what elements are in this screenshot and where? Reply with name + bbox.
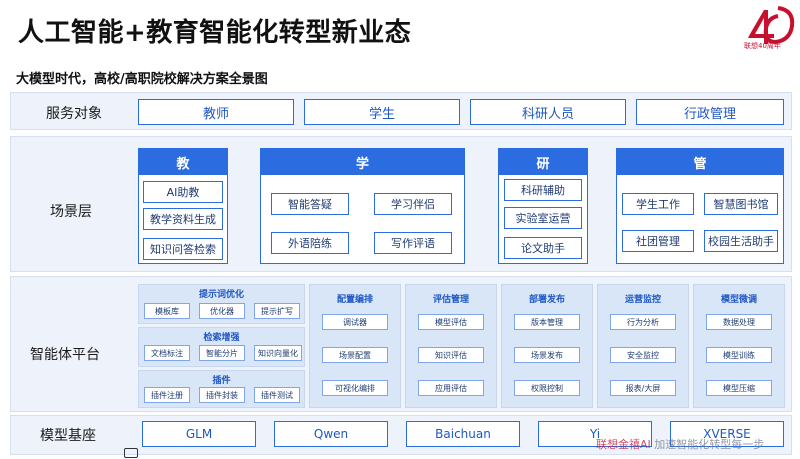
page-title: 人工智能+教育智能化转型新业态 <box>18 18 412 48</box>
agent-item-scene-config[interactable]: 场景配置 <box>322 347 388 363</box>
agent-item-model-training[interactable]: 模型训练 <box>706 347 772 363</box>
scene-item-paper-assistant[interactable]: 论文助手 <box>504 237 582 259</box>
model-label: 模型基座 <box>40 428 96 444</box>
service-label: 服务对象 <box>46 106 102 122</box>
model-glm[interactable]: GLM <box>142 421 256 447</box>
agent-item-knowledge-eval[interactable]: 知识评估 <box>418 347 484 363</box>
model-yi[interactable]: Yi <box>538 421 652 447</box>
service-researcher[interactable]: 科研人员 <box>470 99 626 125</box>
agent-item-plugin-test[interactable]: 插件测试 <box>254 387 300 403</box>
scene-head-research: 研 <box>499 149 587 175</box>
agent-item-model-compress[interactable]: 模型压缩 <box>706 380 772 396</box>
model-xverse[interactable]: XVERSE <box>670 421 784 447</box>
scene-item-ai-assistant[interactable]: AI助教 <box>143 181 223 203</box>
page-subtitle: 大模型时代，高校/高职院校解决方案全景图 <box>16 72 268 87</box>
scene-item-smart-library[interactable]: 智慧图书馆 <box>704 193 778 215</box>
footer-watermark: 联想金禧AI 加速智能化转型每一步 <box>596 436 764 452</box>
model-band <box>10 415 792 455</box>
model-qwen[interactable]: Qwen <box>274 421 388 447</box>
scene-item-campus-life[interactable]: 校园生活助手 <box>704 230 778 252</box>
agent-label: 智能体平台 <box>30 347 100 363</box>
agent-item-behavior-analysis[interactable]: 行为分析 <box>610 314 676 330</box>
agent-head-prompt: 提示词优化 <box>198 290 244 300</box>
camera-icon <box>124 448 138 458</box>
scene-item-writing-review[interactable]: 写作评语 <box>374 232 452 254</box>
scene-item-lab-ops[interactable]: 实验室运营 <box>504 207 582 229</box>
agent-item-model-eval[interactable]: 模型评估 <box>418 314 484 330</box>
scene-head-learn: 学 <box>261 149 464 175</box>
watermark-brand: 联想金禧AI <box>596 438 651 451</box>
agent-head-monitoring: 运营监控 <box>624 295 661 305</box>
scene-item-club-mgmt[interactable]: 社团管理 <box>622 230 694 252</box>
agent-item-doc-labeling[interactable]: 文档标注 <box>144 345 190 361</box>
scene-item-smart-qa[interactable]: 智能答疑 <box>271 193 349 215</box>
scene-head-teach: 教 <box>139 149 227 175</box>
lenovo-40-logo <box>748 6 795 45</box>
agent-item-visual-orch[interactable]: 可视化编排 <box>322 380 388 396</box>
scene-item-study-buddy[interactable]: 学习伴侣 <box>374 193 452 215</box>
scene-item-student-affairs[interactable]: 学生工作 <box>622 193 694 215</box>
agent-item-vectorize[interactable]: 知识向量化 <box>254 345 302 361</box>
agent-item-optimizer[interactable]: 优化器 <box>199 303 245 319</box>
scene-label: 场景层 <box>50 204 92 220</box>
agent-item-debugger[interactable]: 调试器 <box>322 314 388 330</box>
logo-caption: 联想40周年 <box>744 42 781 50</box>
scene-item-qa-search[interactable]: 知识问答检索 <box>143 238 223 260</box>
agent-item-access-control[interactable]: 权限控制 <box>514 380 580 396</box>
model-baichuan[interactable]: Baichuan <box>406 421 520 447</box>
scene-head-manage: 管 <box>617 149 783 175</box>
agent-head-orchestration: 配置编排 <box>336 295 373 305</box>
agent-head-plugin: 插件 <box>212 376 231 386</box>
agent-item-template-lib[interactable]: 模板库 <box>144 303 190 319</box>
agent-item-smart-chunk[interactable]: 智能分片 <box>199 345 245 361</box>
service-admin[interactable]: 行政管理 <box>636 99 784 125</box>
agent-item-prompt-expand[interactable]: 提示扩写 <box>254 303 300 319</box>
agent-item-app-eval[interactable]: 应用评估 <box>418 380 484 396</box>
scene-item-research-aid[interactable]: 科研辅助 <box>504 179 582 201</box>
service-teacher[interactable]: 教师 <box>138 99 294 125</box>
scene-item-language-practice[interactable]: 外语陪练 <box>271 232 349 254</box>
agent-item-plugin-wrap[interactable]: 插件封装 <box>199 387 245 403</box>
agent-item-plugin-register[interactable]: 插件注册 <box>144 387 190 403</box>
agent-head-rag: 检索增强 <box>203 333 240 343</box>
agent-item-dashboard[interactable]: 报表/大屏 <box>610 380 676 396</box>
agent-head-finetune: 模型微调 <box>720 295 757 305</box>
agent-head-evaluation: 评估管理 <box>432 295 469 305</box>
agent-item-security-monitor[interactable]: 安全监控 <box>610 347 676 363</box>
scene-item-material-gen[interactable]: 教学资料生成 <box>143 208 223 230</box>
watermark-slogan: 加速智能化转型每一步 <box>654 438 765 451</box>
agent-item-version-mgmt[interactable]: 版本管理 <box>514 314 580 330</box>
service-student[interactable]: 学生 <box>304 99 460 125</box>
agent-head-deploy: 部署发布 <box>528 295 565 305</box>
agent-item-data-processing[interactable]: 数据处理 <box>706 314 772 330</box>
agent-item-scene-release[interactable]: 场景发布 <box>514 347 580 363</box>
